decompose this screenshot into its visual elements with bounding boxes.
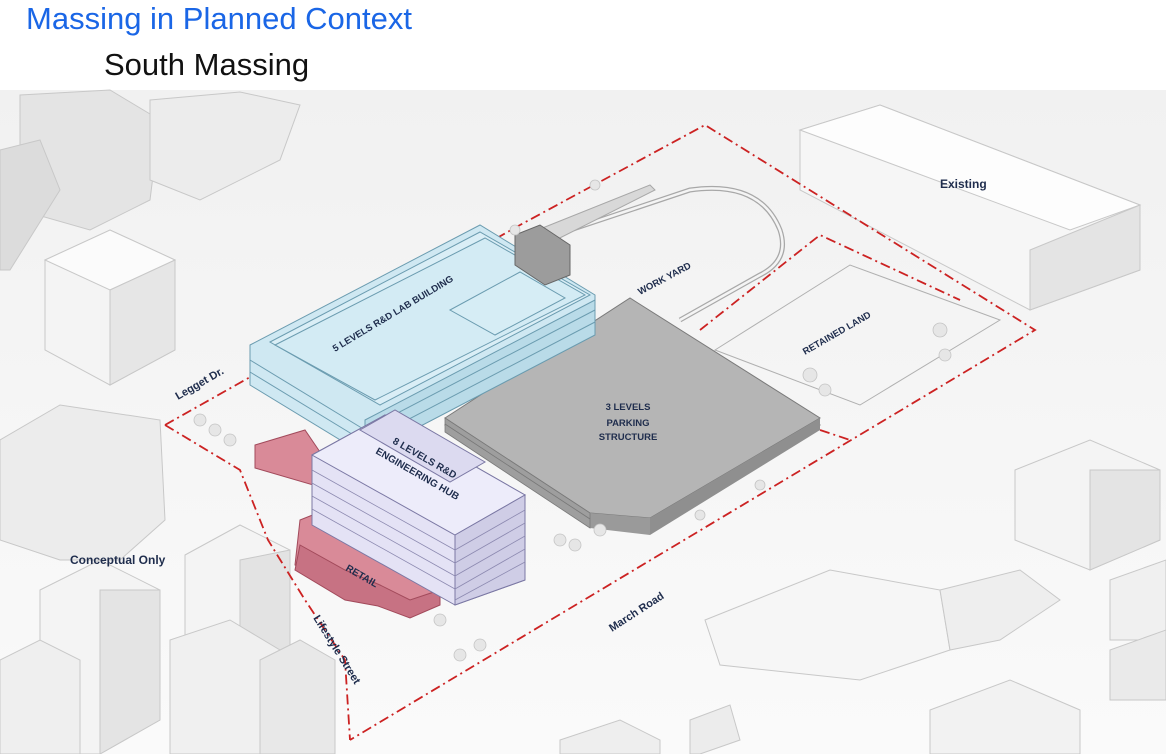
context-block — [1089, 469, 1161, 571]
page-title: Massing in Planned Context — [26, 1, 413, 36]
context-block — [259, 639, 336, 754]
context-block — [0, 139, 61, 271]
context-block — [939, 569, 1061, 651]
parking-label-1: 3 LEVELS — [606, 402, 651, 413]
page-subtitle: South Massing — [104, 47, 310, 82]
context-buildings — [0, 89, 1166, 754]
retail-podium — [254, 429, 441, 619]
context-block — [0, 639, 81, 754]
context-block — [99, 589, 161, 754]
context-block — [1109, 559, 1166, 641]
parking-structure — [444, 297, 821, 535]
retained-land-outline — [713, 264, 1002, 406]
existing-label: Existing — [940, 177, 987, 191]
context-block — [149, 91, 301, 201]
context-block — [559, 719, 661, 754]
parking-label-3: STRUCTURE — [599, 432, 658, 443]
conceptual-label: Conceptual Only — [70, 553, 166, 567]
site-boundary — [164, 123, 1037, 741]
context-block — [689, 704, 741, 754]
parking-label-2: PARKING — [606, 418, 649, 429]
context-block — [109, 259, 176, 386]
lab-building — [249, 224, 596, 456]
trees — [193, 179, 952, 662]
existing-building — [1029, 204, 1141, 311]
context-block — [1109, 629, 1166, 701]
context-block — [929, 679, 1081, 754]
engineering-hub — [310, 409, 527, 606]
context-block — [0, 404, 166, 561]
